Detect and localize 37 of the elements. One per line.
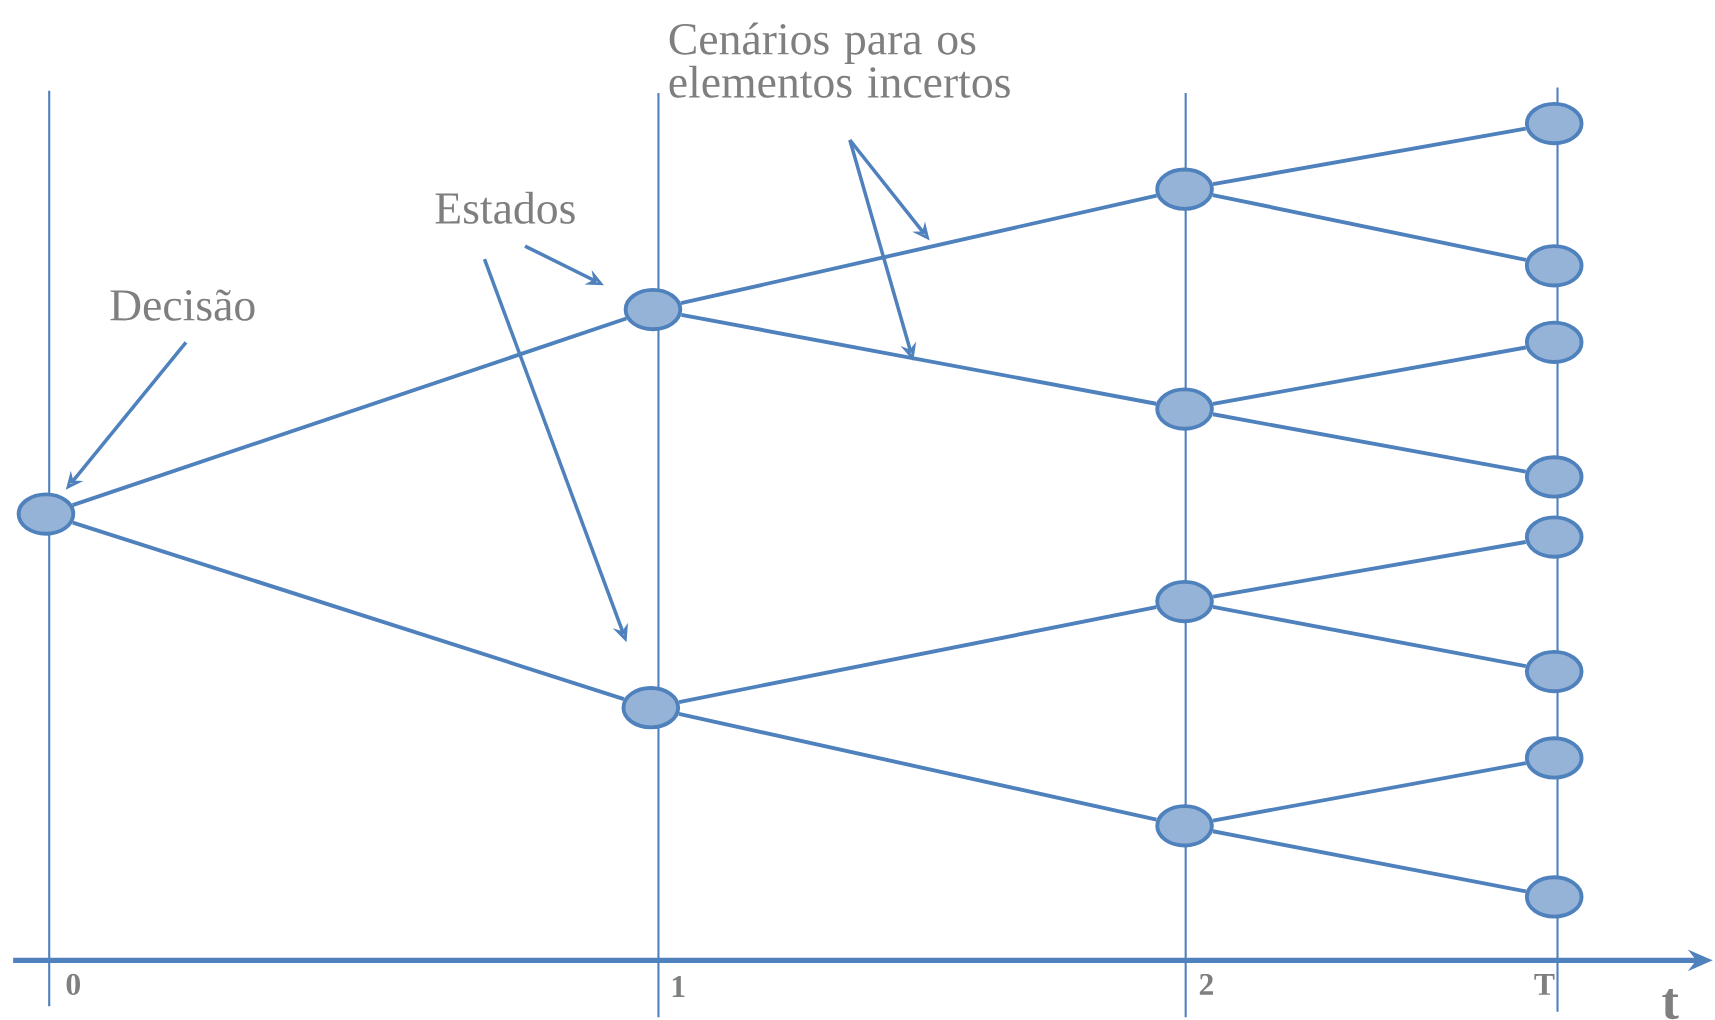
state-ellipse [1524, 875, 1584, 919]
tick-label: 2 [1199, 973, 1213, 995]
state-ellipse [1524, 320, 1584, 364]
branch-line [1212, 345, 1527, 406]
tick-label: 0 [66, 973, 80, 995]
state-ellipse [1524, 736, 1584, 780]
branch-line [1212, 829, 1527, 894]
state-ellipse [1524, 101, 1584, 145]
state-ellipse [1155, 803, 1214, 848]
branch-line [1212, 761, 1527, 823]
state-ellipse [1524, 649, 1584, 693]
state-ellipse [1155, 387, 1214, 431]
branch-line [1212, 604, 1527, 668]
annotation-text: Estados [435, 191, 575, 224]
state-ellipse [1524, 455, 1584, 499]
tick-label: 1 [672, 975, 685, 997]
branch-line [678, 711, 1157, 822]
annotation-text: Cenários para os elementos incertos [669, 22, 1010, 98]
state-ellipse [16, 492, 76, 536]
tick-label: T [1534, 973, 1555, 995]
annotation-text: Decisão [110, 289, 255, 321]
state-ellipse [1155, 167, 1214, 211]
state-ellipse [1524, 515, 1584, 559]
branch-line [1212, 126, 1527, 186]
state-ellipse [623, 287, 683, 331]
state-ellipse [1155, 579, 1214, 623]
branch-line [1212, 412, 1527, 474]
state-ellipse [1524, 243, 1584, 288]
branch-line [1212, 539, 1527, 599]
branch-line [1212, 192, 1527, 262]
branch-line [681, 312, 1157, 406]
axis-label: t [1662, 988, 1679, 1019]
state-ellipse [621, 685, 681, 730]
branch-line [678, 605, 1157, 704]
branch-line [680, 193, 1157, 305]
branch-line [72, 520, 625, 701]
branch-line [72, 316, 627, 507]
